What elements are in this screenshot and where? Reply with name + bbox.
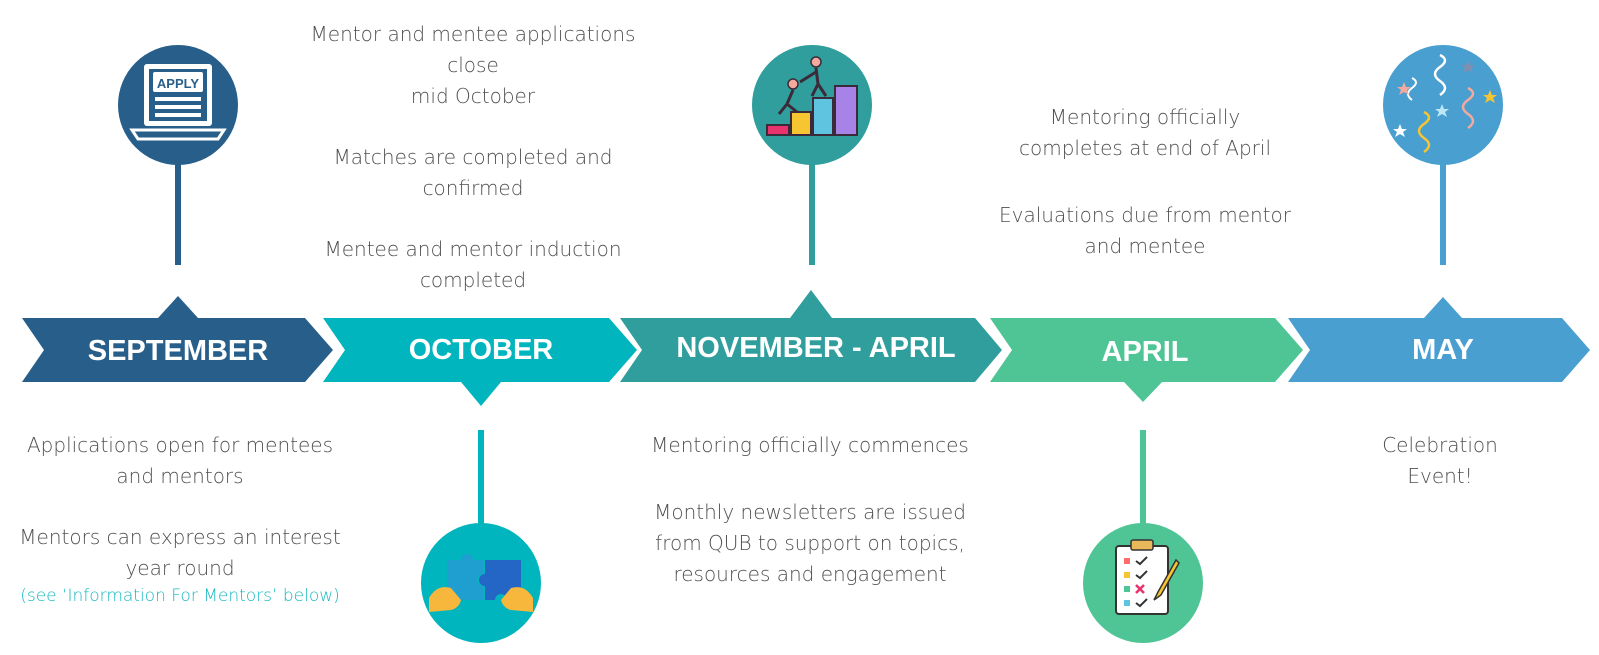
- november-april-label: NOVEMBER - APRIL: [676, 332, 955, 364]
- november-april-line-2: Monthly newsletters are issued: [654, 500, 966, 524]
- september-line-3: Mentors can express an interest: [19, 525, 341, 549]
- may-line-1: Celebration: [1382, 433, 1498, 457]
- october-segment: OCTOBER: [323, 318, 637, 406]
- checklist-clipboard-icon: [1083, 523, 1203, 643]
- april-line-4: and mentee: [1084, 234, 1206, 258]
- april-line-1: Mentoring officially: [1049, 105, 1241, 129]
- november-april-segment: NOVEMBER - APRIL: [620, 290, 1002, 382]
- october-line-5: Mentee and mentor induction: [324, 237, 622, 261]
- climbing-steps-icon: [752, 45, 872, 165]
- october-line-3: Matches are completed and: [333, 145, 613, 169]
- october-label: OCTOBER: [409, 334, 554, 366]
- october-pointer: [461, 382, 501, 406]
- may-arrow: [1288, 318, 1590, 382]
- november-april-arrow: [620, 318, 1002, 382]
- september-line-2: and mentors: [116, 464, 244, 488]
- november-april-pointer: [790, 290, 832, 318]
- confetti-icon: [1383, 45, 1503, 165]
- october-line-4: confirmed: [422, 176, 524, 200]
- november-april-description: Mentoring officially commences Monthly n…: [620, 430, 1000, 590]
- may-stem: [1440, 130, 1446, 265]
- may-label: MAY: [1412, 334, 1474, 366]
- may-segment: MAY: [1288, 297, 1590, 382]
- may-line-2: Event!: [1407, 464, 1473, 488]
- september-arrow: [22, 318, 333, 382]
- april-segment: APRIL: [990, 318, 1303, 402]
- april-arrow: [990, 318, 1303, 382]
- april-line-2: completes at end of April: [1018, 136, 1272, 160]
- apply-laptop-icon: APPLY: [118, 45, 238, 165]
- september-line-4: year round: [125, 556, 235, 580]
- may-pointer: [1424, 297, 1462, 318]
- september-label: SEPTEMBER: [88, 335, 269, 367]
- october-stem: [478, 430, 484, 540]
- october-description: Mentor and mentee applications close mid…: [283, 19, 663, 296]
- october-line-6: completed: [419, 268, 527, 292]
- april-stem: [1140, 430, 1146, 540]
- may-description: Celebration Event!: [1340, 430, 1540, 492]
- apply-text: APPLY: [157, 76, 199, 91]
- october-arrow: [323, 318, 637, 382]
- september-stem: [175, 130, 181, 265]
- puzzle-hands-icon: [421, 523, 541, 643]
- october-line-1: Mentor and mentee applications close: [310, 22, 636, 77]
- april-label: APRIL: [1102, 336, 1189, 368]
- november-april-line-4: resources and engagement: [673, 562, 947, 586]
- april-line-3: Evaluations due from mentor: [998, 203, 1291, 227]
- september-line-1: Applications open for mentees: [27, 433, 333, 457]
- september-pointer: [158, 296, 198, 318]
- october-line-2: mid October: [410, 84, 536, 108]
- november-april-line-3: from QUB to support on topics,: [655, 531, 965, 555]
- april-description: Mentoring officially completes at end of…: [980, 102, 1310, 262]
- november-april-stem: [809, 130, 815, 265]
- september-segment: SEPTEMBER: [22, 296, 333, 382]
- april-pointer: [1124, 382, 1162, 402]
- information-for-mentors-note: (see ‘Information For Mentors’ below): [20, 586, 340, 606]
- november-april-line-1: Mentoring officially commences: [651, 433, 969, 457]
- september-description: Applications open for mentees and mentor…: [10, 430, 350, 608]
